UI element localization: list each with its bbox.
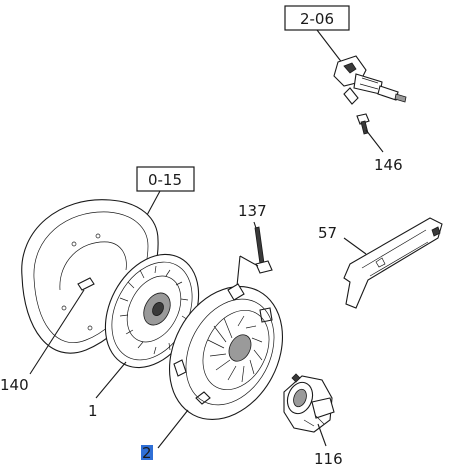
leader-release-fork (343, 237, 367, 255)
leader-clutch-disc (95, 361, 127, 399)
pressure-plate (168, 283, 284, 421)
callout-pressure-plate[interactable]: 2 (142, 444, 152, 462)
release-bearing (283, 373, 335, 433)
ref-box-engine[interactable] (136, 166, 195, 192)
ref-box-clutch-control[interactable] (284, 5, 350, 31)
ref-label-engine[interactable]: 0-15 (148, 171, 182, 189)
leader-slave-cylinder-bolt (365, 129, 384, 153)
callout-slave-cylinder-bolt[interactable]: 146 (374, 156, 403, 174)
release-fork (343, 217, 443, 309)
slave-cylinder (333, 55, 407, 105)
leader-release-bearing (317, 423, 327, 447)
ref-group-engine[interactable]: 0-15 (136, 166, 195, 192)
ref-label-clutch-control[interactable]: 2-06 (300, 10, 334, 28)
callout-flywheel[interactable]: 140 (0, 376, 29, 394)
callout-highlight (141, 445, 153, 460)
callout-bolt[interactable]: 137 (238, 202, 267, 220)
leader-flywheel (29, 289, 85, 375)
callout-clutch-disc[interactable]: 1 (88, 402, 98, 420)
callout-release-bearing[interactable]: 116 (314, 450, 343, 468)
leader-clutch-control (316, 29, 344, 65)
leader-pressure-plate (157, 409, 189, 449)
callout-release-fork[interactable]: 57 (318, 224, 337, 242)
bolt-pressure-plate (254, 226, 273, 274)
leader-bolt (253, 221, 257, 229)
ref-group-clutch-control[interactable]: 2-06 (284, 5, 350, 31)
